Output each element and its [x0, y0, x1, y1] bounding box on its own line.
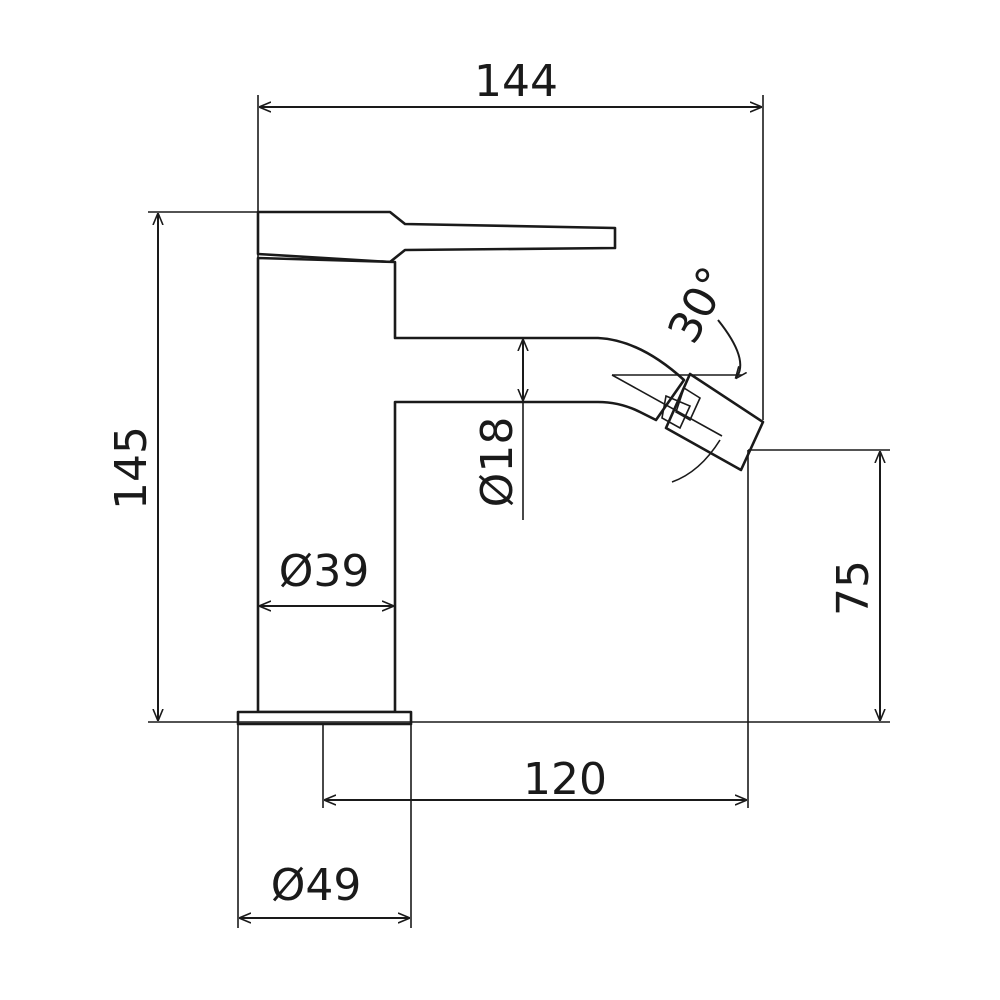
label-overall-width: 144: [474, 56, 558, 107]
aerator-angle-line: [611, 374, 723, 437]
angle-arc-30: [717, 319, 740, 378]
dimension-labels: 144 145 Ø18 Ø39 75 120 Ø49 30°: [106, 56, 879, 911]
label-overall-height: 145: [106, 426, 157, 510]
label-base-diameter: Ø49: [271, 860, 362, 911]
faucet-body: [256, 256, 686, 714]
angle-arc-30-lower: [671, 439, 721, 483]
aerator-nozzle: [661, 394, 692, 430]
dimension-lines: [158, 107, 880, 918]
lever-handle: [256, 210, 617, 264]
aerator-inner: [675, 386, 702, 422]
label-aerator-angle: 30°: [658, 259, 740, 352]
label-spout-diameter: Ø18: [472, 417, 523, 508]
base-plate: [236, 710, 413, 726]
label-spout-reach: 120: [523, 754, 607, 805]
label-body-diameter: Ø39: [279, 546, 370, 597]
label-spout-height: 75: [828, 560, 879, 616]
faucet-outline: [236, 210, 765, 726]
extension-lines: [148, 95, 890, 928]
